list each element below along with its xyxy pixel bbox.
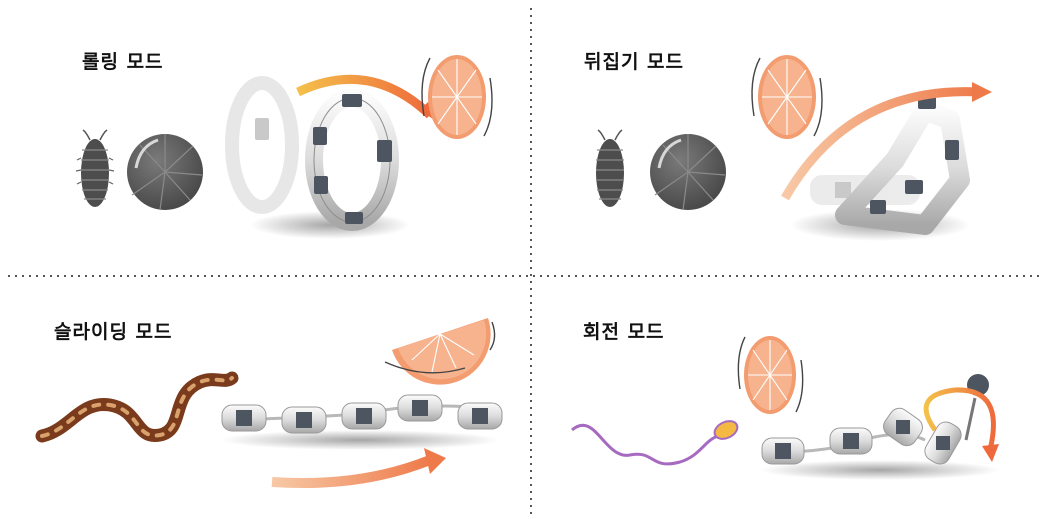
- pill-bug-icon: [76, 130, 114, 207]
- robot-module: [921, 418, 965, 467]
- rolled-ball-icon: [650, 134, 726, 210]
- sliding-quadrant: [42, 318, 502, 483]
- rolled-ball-icon: [127, 134, 203, 210]
- orange-slice-icon: [422, 55, 492, 139]
- robot-shadow: [220, 430, 500, 450]
- robot-module: [342, 403, 386, 429]
- rotating-quadrant: [572, 336, 1000, 480]
- robot-chain: [222, 395, 502, 433]
- sperm-icon: [572, 418, 740, 464]
- robot-module: [830, 428, 872, 454]
- robot-module: [282, 407, 326, 433]
- pill-bug-icon: [596, 130, 624, 207]
- flipping-quadrant: [596, 55, 992, 241]
- robot-module: [762, 438, 804, 464]
- orange-slice-icon: [752, 55, 822, 139]
- robot-module: [458, 403, 502, 429]
- sliding-arrow: [272, 448, 446, 483]
- robot-module: [398, 395, 442, 421]
- robot-ring-ghost: [232, 83, 292, 207]
- snake-icon: [42, 378, 232, 436]
- rolling-quadrant: [76, 55, 492, 239]
- robot-ring: [313, 94, 392, 224]
- orange-half-slice-icon: [385, 318, 495, 385]
- orange-slice-icon: [738, 336, 802, 414]
- robot-module: [222, 405, 266, 431]
- robot-module: [880, 404, 927, 449]
